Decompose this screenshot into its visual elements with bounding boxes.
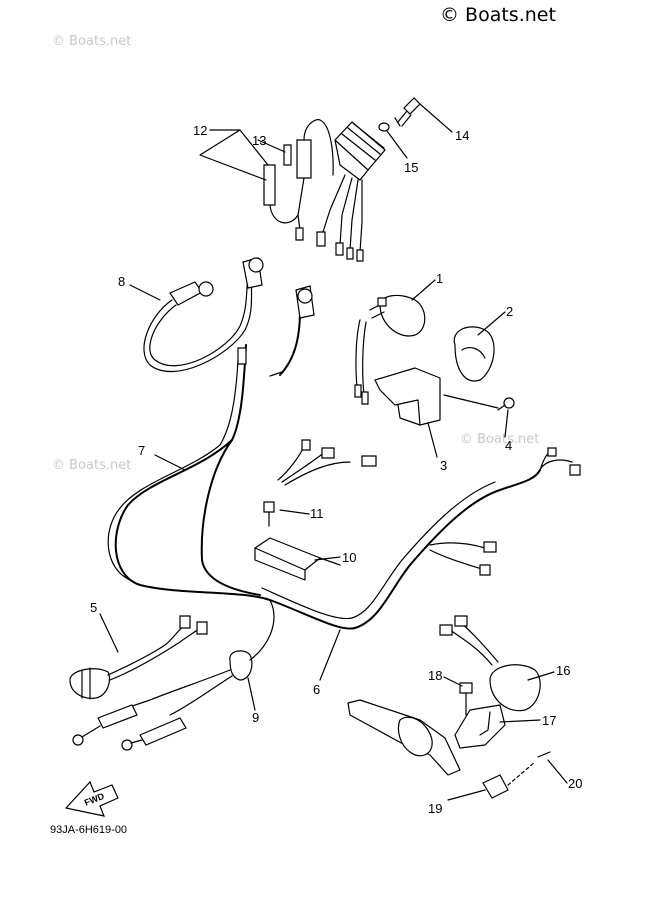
stop-switch bbox=[439, 615, 541, 712]
callout-6: 6 bbox=[313, 682, 320, 697]
callout-8: 8 bbox=[118, 274, 125, 289]
relay-cover bbox=[453, 326, 495, 382]
main-harness bbox=[107, 285, 581, 630]
relay-bracket bbox=[374, 367, 441, 426]
watermark-middle-right: © Boats.net bbox=[460, 432, 540, 447]
callout-13: 13 bbox=[252, 133, 266, 148]
bolt-18 bbox=[459, 682, 473, 716]
callout-12: 12 bbox=[193, 123, 207, 138]
callout-17: 17 bbox=[542, 713, 556, 728]
watermark-top-right: © Boats.net bbox=[440, 4, 556, 26]
callout-16: 16 bbox=[556, 663, 570, 678]
watermark-top-left: © Boats.net bbox=[52, 34, 132, 49]
callout-20: 20 bbox=[568, 776, 582, 791]
bolt-11 bbox=[263, 501, 275, 527]
callout-labels: 1 2 3 4 5 6 7 8 9 10 11 12 13 14 15 16 1… bbox=[90, 123, 582, 816]
callout-10: 10 bbox=[342, 550, 356, 565]
watermark-middle-left: © Boats.net bbox=[52, 458, 132, 473]
callout-5: 5 bbox=[90, 600, 97, 615]
callout-4: 4 bbox=[505, 438, 512, 453]
battery-cable bbox=[143, 257, 264, 373]
rectifier-assembly bbox=[263, 119, 386, 262]
fwd-arrow-icon: FWD bbox=[64, 780, 119, 817]
leader-lines bbox=[99, 129, 568, 801]
callout-3: 3 bbox=[440, 458, 447, 473]
callout-1: 1 bbox=[436, 271, 443, 286]
pin-20 bbox=[507, 751, 551, 786]
screw-4 bbox=[443, 394, 515, 411]
clip-19 bbox=[482, 774, 509, 799]
callout-18: 18 bbox=[428, 668, 442, 683]
callout-11: 11 bbox=[310, 506, 324, 521]
grommet bbox=[72, 599, 275, 751]
diagram-code: 93JA-6H619-00 bbox=[50, 824, 128, 836]
callout-2: 2 bbox=[506, 304, 513, 319]
switch-bracket bbox=[454, 704, 506, 749]
bolt-and-washer bbox=[378, 97, 453, 159]
neutral-switch bbox=[69, 615, 208, 700]
starter-relay bbox=[354, 294, 426, 405]
callout-14: 14 bbox=[455, 128, 469, 143]
callout-9: 9 bbox=[252, 710, 259, 725]
shift-rod bbox=[347, 699, 461, 776]
callout-15: 15 bbox=[404, 160, 418, 175]
callout-19: 19 bbox=[428, 801, 442, 816]
callout-7: 7 bbox=[138, 443, 145, 458]
